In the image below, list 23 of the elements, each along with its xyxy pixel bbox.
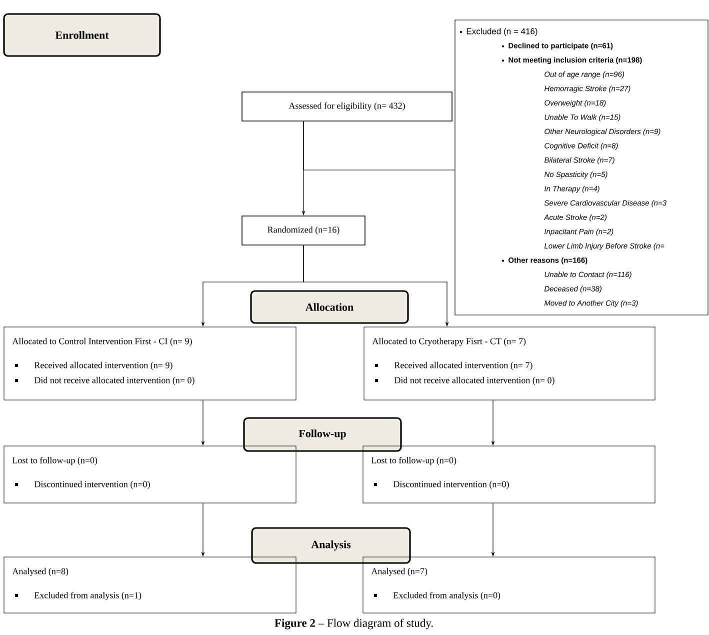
box-heading: Lost to follow-up (n=0) [12, 456, 98, 466]
list-item: Did not receive allocated intervention (n= 0) [34, 376, 194, 386]
stage-box: Enrollment [3, 13, 161, 57]
list-item: Received allocated intervention (n= 7) [394, 362, 532, 370]
box-heading: Lost to follow-up (n=0) [371, 456, 456, 466]
box-heading: Analysed (n=7) [371, 568, 428, 576]
box-heading: Analysed (n=8) [12, 568, 68, 576]
box-heading: Allocated to Cryotherapy Fisrt - CT (n= 7) [372, 338, 526, 346]
box-heading: Allocated to Control Intervention First - CI (n= 9) [12, 338, 192, 346]
list-item: Received allocated intervention (n= 9) [34, 362, 172, 370]
process-box: Randomized (n=16) [242, 216, 366, 246]
stage-box: Allocation [250, 290, 409, 324]
list-item: Discontinued intervention (n=0) [393, 480, 509, 490]
process-box: Assessed for eligibility (n= 432) [242, 92, 452, 122]
list-item: Excluded from analysis (n=0) [393, 592, 500, 600]
stage-box: Follow-up [243, 417, 402, 452]
stage-box: Analysis [251, 527, 411, 564]
list-item: Excluded from analysis (n=1) [34, 592, 142, 600]
list-item: Discontinued intervention (n=0) [34, 480, 150, 490]
connector-line [303, 121, 455, 170]
list-item: Excluded (n = 416) [466, 28, 538, 36]
list-item: Did not receive allocated intervention (n= 0) [394, 376, 554, 386]
caption: Figure 2 – Flow diagram of study. [274, 618, 433, 630]
